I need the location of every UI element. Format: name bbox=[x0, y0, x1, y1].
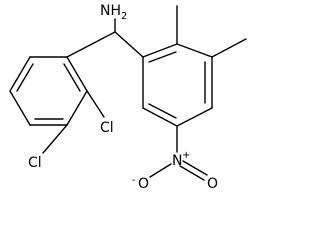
bond-right-ring-1-inner bbox=[148, 51, 177, 63]
bond-right-ring-5-inner bbox=[148, 103, 177, 119]
molecule-drawing: NH2 Cl Cl N + - O O bbox=[9, 3, 247, 192]
nitro-nitrogen-label: N bbox=[172, 153, 182, 169]
bond-methyl-2 bbox=[211, 38, 247, 58]
bond-c3-cl bbox=[42, 124, 68, 154]
bond-nitro-o-double-a bbox=[182, 160, 208, 176]
bond-nitro-o-double-b bbox=[179, 165, 205, 181]
nitro-nitrogen-charge: + bbox=[182, 150, 190, 161]
bond-right-ring-5 bbox=[142, 107, 178, 127]
bond-left-ring-3 bbox=[9, 90, 31, 126]
structure-diagram: NH2 Cl Cl N + - O O bbox=[9, 3, 247, 192]
bond-left-ring-2-inner bbox=[16, 63, 34, 92]
bond-left-ring-6-inner bbox=[63, 63, 81, 92]
bond-nitro-o-single bbox=[149, 163, 172, 178]
bond-ch-to-right-ring bbox=[114, 31, 144, 58]
nitro-oxygen-single-label: O bbox=[138, 176, 149, 192]
bond-left-ring-5 bbox=[66, 90, 88, 126]
bond-left-ring-2 bbox=[9, 56, 31, 92]
chlorine-label-2: Cl bbox=[100, 120, 114, 136]
nitro-oxygen-charge: - bbox=[132, 175, 136, 186]
bonds bbox=[9, 5, 247, 181]
amine-label: NH2 bbox=[100, 3, 127, 22]
bond-right-ring-4 bbox=[176, 107, 213, 127]
bond-c2-cl bbox=[86, 90, 105, 118]
bond-left-ring-6 bbox=[66, 56, 88, 92]
nitro-oxygen-double-label: O bbox=[207, 176, 218, 192]
chlorine-label-3: Cl bbox=[28, 155, 42, 171]
atom-labels: NH2 Cl Cl N + - O O bbox=[28, 3, 218, 192]
bond-right-ring-1 bbox=[142, 43, 178, 58]
bond-right-ring-2 bbox=[176, 43, 213, 58]
bond-ring-to-ch bbox=[66, 31, 116, 58]
